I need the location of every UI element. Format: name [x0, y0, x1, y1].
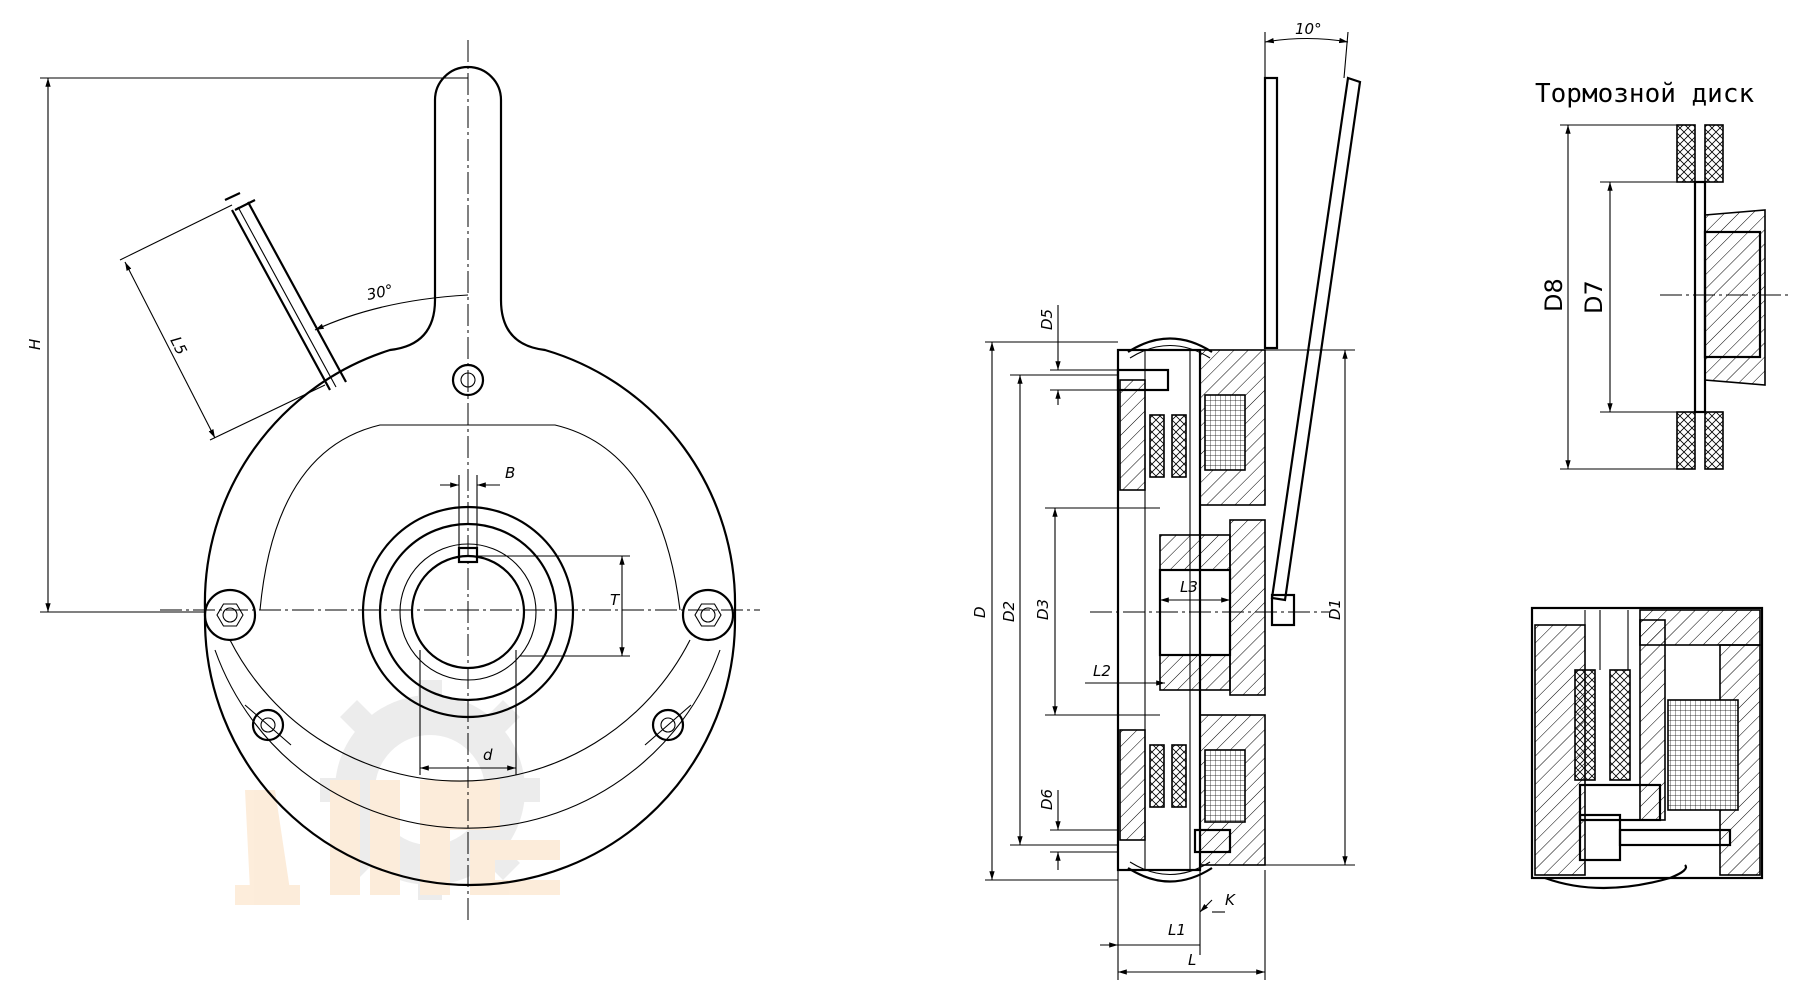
dim-L2: L2: [1093, 662, 1111, 680]
lower-right-bolt: [644, 704, 692, 746]
dim-l5-label: L5: [166, 334, 190, 358]
dim-D3: D3: [1034, 599, 1052, 620]
dim-angle-30: 30°: [365, 281, 395, 304]
right-nut: [681, 588, 735, 642]
dim-D2: D2: [1000, 601, 1018, 622]
dim-10-deg: 10°: [1295, 20, 1322, 38]
side-view: 10° D D2 D3 D5 D6 D1: [971, 20, 1362, 980]
dim-t-label: T: [610, 591, 621, 609]
watermark-logo: [235, 680, 560, 905]
dim-D8: D8: [1540, 278, 1568, 312]
dim-D: D: [971, 606, 989, 618]
lower-left-bolt: [244, 704, 292, 746]
dim-D6: D6: [1038, 789, 1056, 810]
dim-b-label: B: [505, 464, 515, 482]
dim-D5: D5: [1038, 309, 1056, 330]
dim-D1: D1: [1326, 599, 1344, 620]
top-bolt: [451, 363, 485, 397]
dim-L: L: [1188, 951, 1196, 969]
brake-disc-title: Тормозной диск: [1535, 79, 1754, 109]
dim-h-label: H: [26, 339, 44, 350]
left-nut: [203, 588, 257, 642]
brake-disc-view: Тормозной диск D8 D7: [1535, 79, 1790, 470]
dim-L3: L3: [1180, 578, 1198, 596]
cable: [224, 192, 347, 391]
dim-K: K: [1225, 891, 1236, 909]
front-view: H L5 30° B T d: [26, 40, 760, 920]
dim-d-label: d: [483, 746, 493, 764]
dim-D7: D7: [1580, 280, 1608, 314]
dim-L1: L1: [1168, 921, 1186, 939]
detail-view: [1530, 606, 1764, 890]
